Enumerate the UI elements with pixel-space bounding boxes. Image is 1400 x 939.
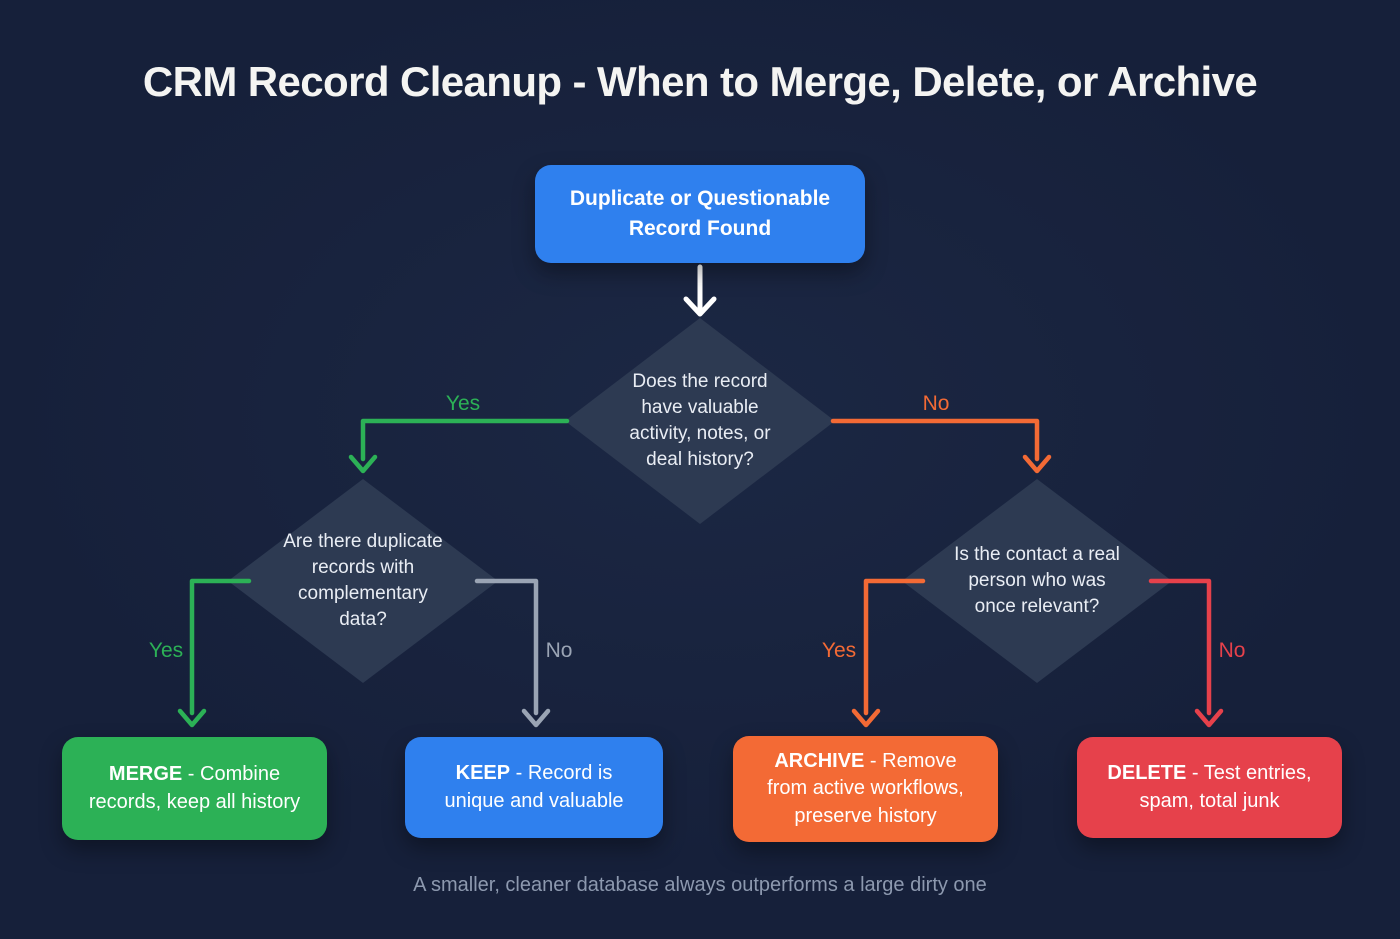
decision-diamond-right xyxy=(902,479,1172,683)
outcome-merge-rest: - Combine records, keep all history xyxy=(88,762,301,813)
arrow-root-no xyxy=(830,418,1040,462)
outcome-merge-keyword: MERGE xyxy=(108,762,183,785)
page-title: CRM Record Cleanup - When to Merge, Dele… xyxy=(142,58,1258,105)
outcome-archive: ARCHIVE - Remove from active workflows, … xyxy=(733,736,998,842)
start-node-label: Duplicate or Questionable Record Found xyxy=(569,187,831,240)
branch-label-root-yes: Yes xyxy=(445,392,481,415)
arrow-left-no xyxy=(474,578,539,716)
outcome-archive-rest: - Remove from active workflows, preserve… xyxy=(767,749,964,827)
decision-root: Does the record have valuable activity, … xyxy=(590,340,810,502)
arrowhead-left-no xyxy=(521,708,551,728)
outcome-delete-rest: - Test entries, spam, total junk xyxy=(1139,761,1312,812)
branch-label-right-yes: Yes xyxy=(821,639,857,662)
outcome-keep-label: KEEP - Record is unique and valuable xyxy=(444,760,623,815)
outcome-merge: MERGE - Combine records, keep all histor… xyxy=(62,737,327,840)
outcome-keep: KEEP - Record is unique and valuable xyxy=(405,737,663,838)
branch-label-left-yes: Yes xyxy=(148,639,184,662)
arrow-left-yes xyxy=(189,578,252,716)
outcome-delete: DELETE - Test entries, spam, total junk xyxy=(1077,737,1342,838)
arrowhead-start-to-root xyxy=(683,296,717,317)
outcome-archive-label: ARCHIVE - Remove from active workflows, … xyxy=(767,748,964,831)
arrowhead-right-yes xyxy=(851,708,881,728)
decision-diamond-root xyxy=(565,318,835,524)
arrowhead-root-no xyxy=(1022,454,1052,474)
branch-label-right-no: No xyxy=(1218,639,1246,662)
arrow-right-yes xyxy=(863,578,926,716)
outcome-delete-keyword: DELETE xyxy=(1107,761,1187,784)
arrowhead-right-no xyxy=(1194,708,1224,728)
decision-root-text: Does the record have valuable activity, … xyxy=(629,370,771,471)
arrowhead-root-yes xyxy=(348,454,378,474)
arrow-root-yes xyxy=(360,418,570,462)
outcome-delete-label: DELETE - Test entries, spam, total junk xyxy=(1107,760,1311,815)
decision-diamond-left xyxy=(228,479,498,683)
decision-right: Is the contact a real person who was onc… xyxy=(924,500,1150,662)
arrowhead-left-yes xyxy=(177,708,207,728)
branch-label-root-no: No xyxy=(922,392,950,415)
outcome-keep-rest: - Record is unique and valuable xyxy=(444,761,624,812)
outcome-keep-keyword: KEEP xyxy=(455,761,511,784)
footer-note: A smaller, cleaner database always outpe… xyxy=(413,874,987,896)
decision-right-text: Is the contact a real person who was onc… xyxy=(954,543,1120,617)
outcome-merge-label: MERGE - Combine records, keep all histor… xyxy=(89,761,300,816)
decision-left: Are there duplicate records with complem… xyxy=(250,500,476,662)
arrow-right-no xyxy=(1148,578,1212,716)
outcome-archive-keyword: ARCHIVE xyxy=(774,749,865,772)
start-node: Duplicate or Questionable Record Found xyxy=(535,165,865,263)
branch-label-left-no: No xyxy=(545,639,573,662)
decision-left-text: Are there duplicate records with complem… xyxy=(283,530,443,631)
